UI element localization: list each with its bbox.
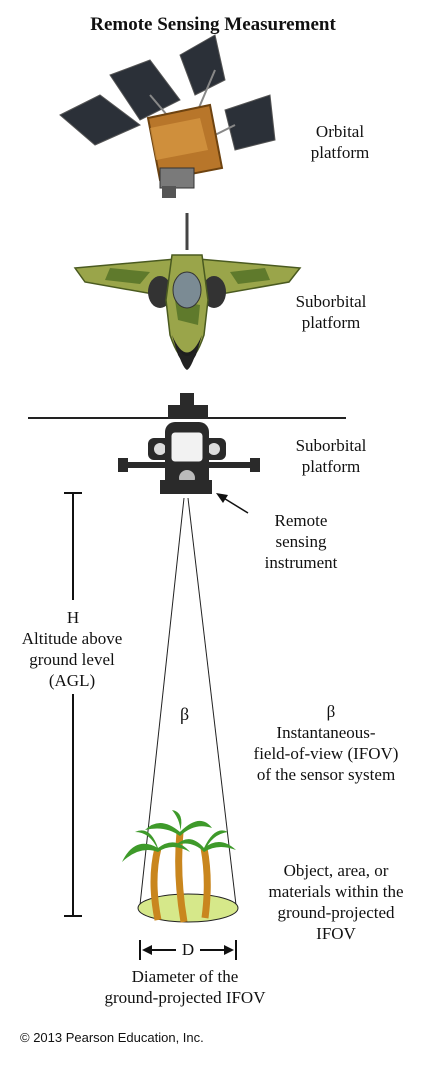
ifov-beta-label: β: [256, 701, 406, 722]
suborbital-helicopter-label: Suborbital platform: [266, 435, 396, 477]
copyright-notice: © 2013 Pearson Education, Inc.: [20, 1030, 204, 1045]
cone-beta-label: β: [180, 704, 189, 725]
suborbital-jet-label: Suborbital platform: [266, 291, 396, 333]
satellite-icon: [60, 35, 275, 198]
orbital-platform-label: Orbital platform: [280, 121, 400, 163]
altitude-h-label: H: [13, 607, 133, 628]
ifov-label: Instantaneous- field-of-view (IFOV) of t…: [226, 722, 426, 785]
altitude-bracket: [64, 493, 82, 916]
altitude-label: Altitude above ground level (AGL): [2, 628, 142, 691]
diameter-d-label: D: [176, 939, 200, 960]
instrument-label: Remote sensing instrument: [246, 510, 356, 573]
instrument-pointer-arrow: [216, 493, 248, 513]
object-label: Object, area, or materials within the gr…: [246, 860, 426, 944]
diameter-label: Diameter of the ground-projected IFOV: [80, 966, 290, 1008]
